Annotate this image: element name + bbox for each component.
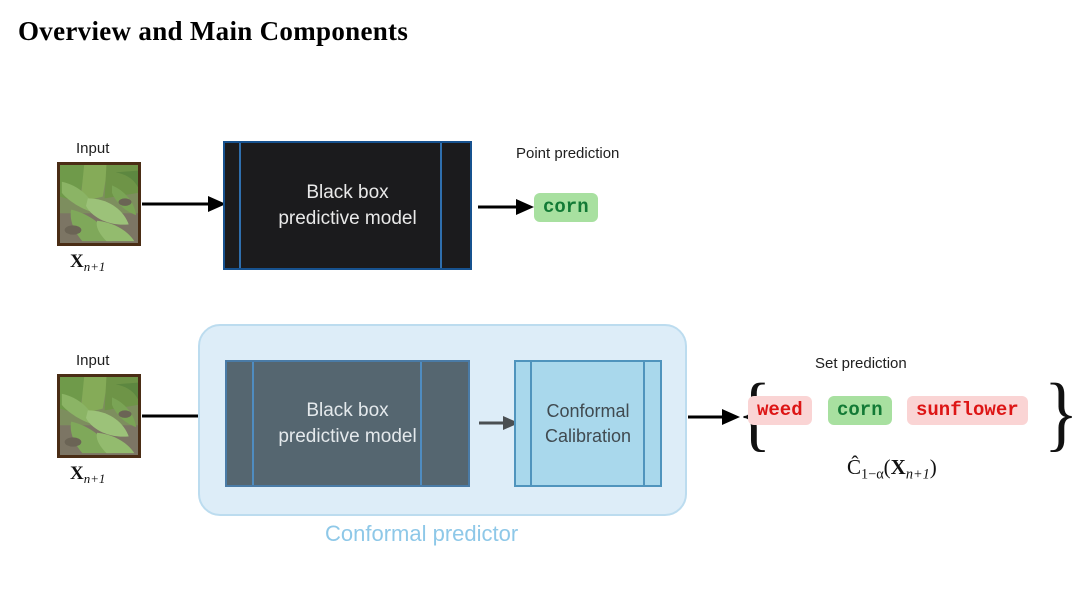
set-prediction-caption: Ĉ1−α(Xn+1) xyxy=(847,455,937,484)
bottom-input-caption-base: X xyxy=(70,463,84,484)
black-box-inner-line-left xyxy=(239,143,241,268)
bottom-input-caption-sub: n+1 xyxy=(83,471,106,487)
black-box-inner-line-right xyxy=(440,143,442,268)
top-input-label: Input xyxy=(76,140,110,157)
top-arrow-input-to-model xyxy=(142,195,226,213)
top-model-line-1: Black box xyxy=(306,181,389,203)
bottom-model-line-2: predictive model xyxy=(278,425,417,447)
top-model-line-2: predictive model xyxy=(278,207,417,229)
corn-plant-photo-icon xyxy=(60,165,138,243)
top-arrow-model-to-prediction xyxy=(478,198,534,216)
set-prediction-label: Set prediction xyxy=(815,355,907,372)
bottom-input-label: Input xyxy=(76,352,110,369)
page-title: Overview and Main Components xyxy=(18,16,409,46)
set-brace-close: } xyxy=(1044,372,1073,456)
set-item-sunflower: sunflower xyxy=(907,396,1028,425)
set-caption-subscript: 1−α xyxy=(861,466,884,483)
top-input-caption-base: X xyxy=(70,251,84,272)
set-caption-paren-close: ) xyxy=(929,455,937,479)
bottom-arrow-predictor-to-set xyxy=(688,408,740,426)
conformal-calibration-text: Conformal Calibration xyxy=(516,399,660,449)
set-item-corn: corn xyxy=(828,396,892,425)
set-caption-arg-sub: n+1 xyxy=(905,466,930,483)
top-input-caption: Xn+1 xyxy=(70,251,105,275)
calibration-line-2: Calibration xyxy=(544,425,632,446)
top-black-box-predictive-model: Black box predictive model xyxy=(223,141,472,270)
calibration-line-1: Conformal xyxy=(546,400,630,421)
calibration-inner-line-right xyxy=(643,362,645,485)
top-input-caption-sub: n+1 xyxy=(83,259,106,275)
bottom-arrow-model-to-calibration xyxy=(479,415,519,431)
bottom-input-thumbnail xyxy=(57,374,141,458)
bottom-input-caption: Xn+1 xyxy=(70,463,105,487)
point-prediction-label: Point prediction xyxy=(516,145,620,162)
bottom-model-line-1: Black box xyxy=(306,399,389,421)
conformal-predictor-label: Conformal predictor xyxy=(325,521,519,546)
conformal-calibration-box: Conformal Calibration xyxy=(514,360,662,487)
top-black-box-text: Black box predictive model xyxy=(225,180,470,232)
gray-box-inner-line-right xyxy=(420,362,422,485)
corn-plant-photo-icon xyxy=(60,377,138,455)
bottom-black-box-text: Black box predictive model xyxy=(227,398,468,450)
set-caption-paren-open: ( xyxy=(883,455,891,479)
gray-box-inner-line-left xyxy=(252,362,254,485)
set-caption-symbol: Ĉ xyxy=(847,455,862,479)
top-input-thumbnail xyxy=(57,162,141,246)
calibration-inner-line-left xyxy=(530,362,532,485)
point-prediction-tag-corn: corn xyxy=(534,193,598,222)
set-item-weed: weed xyxy=(748,396,812,425)
bottom-black-box-predictive-model: Black box predictive model xyxy=(225,360,470,487)
set-caption-arg-base: X xyxy=(890,455,906,479)
